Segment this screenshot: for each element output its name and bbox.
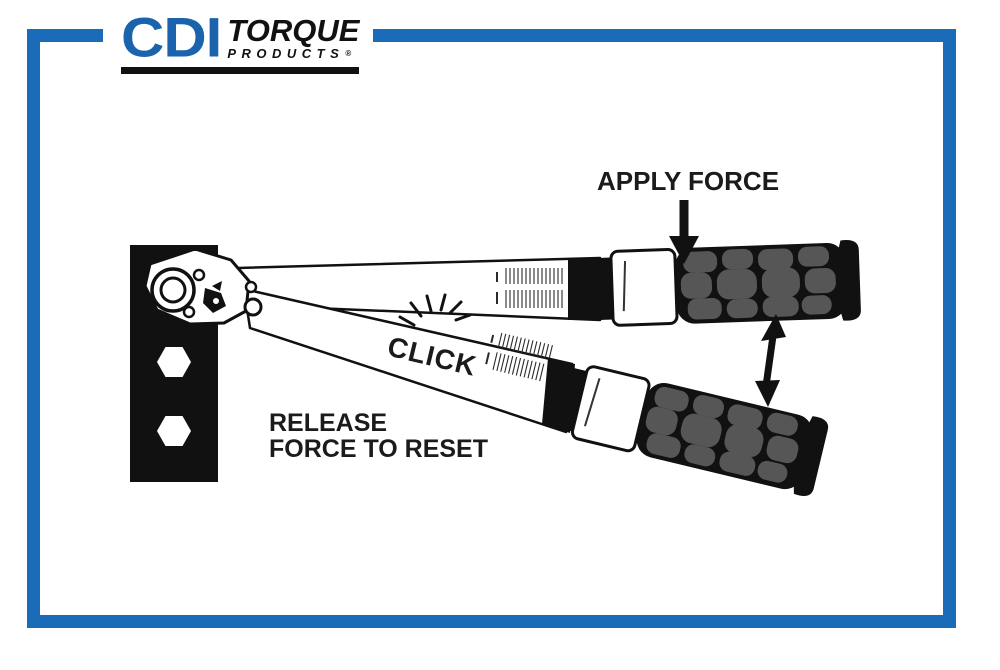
pivot-pin-small [244, 280, 258, 294]
pawl-pin [213, 298, 219, 304]
upper-beam-scale-collar [568, 258, 602, 320]
head-rivet-top [192, 268, 206, 282]
upper-beam [236, 256, 602, 322]
drive-inner-ring [159, 276, 187, 304]
upper-beam-scale-ticks [496, 268, 563, 308]
lower-handle-grip [555, 357, 832, 500]
cdi-torque-products-logo: CDI TORQUE PRODUCTS ® [103, 6, 374, 74]
logo-subtitle-word: PRODUCTS [227, 46, 345, 61]
registered-trademark-symbol: ® [345, 49, 352, 58]
logo-text-column: TORQUE PRODUCTS ® [227, 12, 359, 61]
head-rivet-bottom [182, 305, 196, 319]
logo-brand-text: CDI [121, 6, 222, 69]
logo-subtitle-text: PRODUCTS ® [227, 46, 359, 61]
apply-force-label: APPLY FORCE [597, 166, 779, 196]
hex-bolt-hole-1 [157, 347, 191, 377]
pawl-detail [212, 281, 222, 291]
logo-row: CDI TORQUE PRODUCTS ® [121, 6, 359, 69]
logo-title-text: TORQUE [227, 13, 360, 48]
release-force-label-line2: FORCE TO RESET [269, 435, 488, 463]
drive-outer-ring [150, 267, 196, 313]
lower-beam-scale-ticks [485, 332, 553, 382]
logo-underline-bar [121, 67, 360, 74]
release-force-label-line1: RELEASE [269, 409, 387, 437]
movement-double-arrow-icon [755, 314, 786, 407]
upper-handle-grip [595, 238, 863, 331]
ratchet-head [143, 247, 263, 326]
apply-force-arrow-icon [669, 200, 699, 264]
hex-bolt-hole-2 [157, 416, 191, 446]
click-burst-icon [398, 293, 472, 327]
pivot-pin-large [243, 297, 263, 317]
